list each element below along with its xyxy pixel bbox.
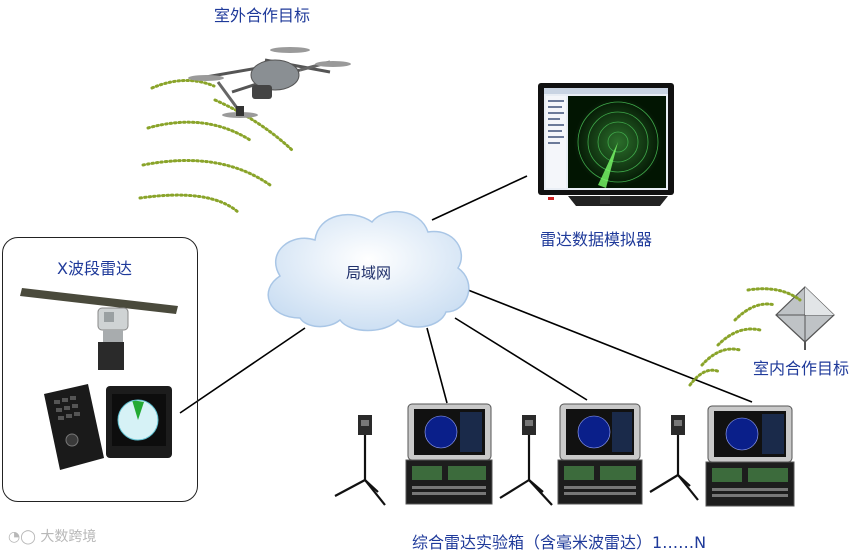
drone-signal-arcs: [140, 80, 292, 212]
link-x-radar: [180, 328, 305, 413]
lan-label: 局域网: [346, 262, 391, 283]
experiment-box-2: [558, 404, 642, 504]
x-band-radar-label: X波段雷达: [57, 255, 132, 279]
tripods: [335, 415, 698, 505]
experiment-box-label: 综合雷达实验箱（含毫米波雷达）1……N: [412, 529, 706, 553]
experiment-box-1: [406, 404, 492, 504]
link-simulator: [432, 176, 527, 220]
link-box-1: [427, 328, 447, 403]
tripod-1: [335, 415, 385, 505]
watermark-text: 大数跨境: [40, 529, 96, 545]
link-box-3: [468, 290, 752, 402]
outdoor-target-label: 室外合作目标: [214, 2, 310, 26]
tripod-3: [650, 415, 698, 500]
experiment-box-3: [706, 406, 794, 506]
link-box-2: [455, 318, 587, 400]
indoor-target-reflector: [776, 287, 834, 350]
simulator-label: 雷达数据模拟器: [540, 226, 652, 250]
tripod-2: [500, 415, 552, 505]
watermark-logo-icon: ◔◯: [8, 529, 36, 545]
indoor-target-label: 室内合作目标: [753, 355, 849, 379]
simulator-monitor: [538, 83, 674, 206]
drone-image: [188, 47, 351, 118]
watermark: ◔◯ 大数跨境: [8, 526, 96, 546]
